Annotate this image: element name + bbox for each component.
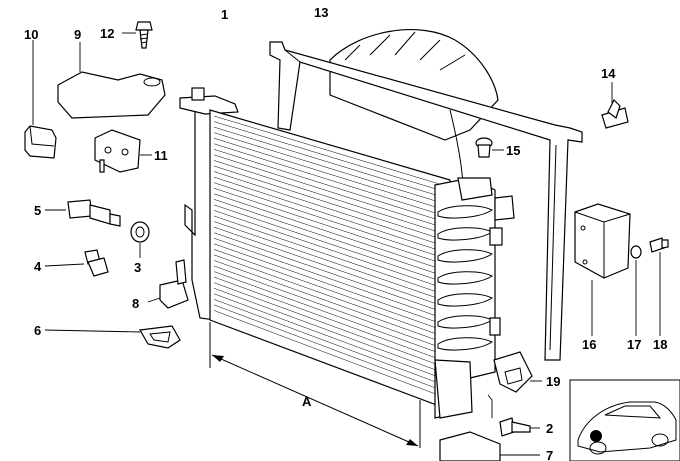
callout-6: 6 xyxy=(34,323,41,338)
callout-10: 10 xyxy=(24,27,38,42)
part-11-connector xyxy=(94,129,141,173)
part-5-sensor xyxy=(67,199,121,227)
radiator-fin xyxy=(213,126,447,199)
radiator-fin xyxy=(213,265,447,350)
radiator-fin xyxy=(213,249,447,332)
callout-14: 14 xyxy=(601,66,616,81)
radiator-fin xyxy=(213,282,447,368)
radiator-fin xyxy=(213,137,447,211)
radiator-fin xyxy=(213,187,447,265)
callout-8: 8 xyxy=(132,296,139,311)
radiator-fin xyxy=(213,221,447,302)
radiator-fin xyxy=(213,165,447,241)
radiator-fin xyxy=(213,299,447,387)
car-location-inset xyxy=(569,379,680,461)
radiator-fin xyxy=(213,193,447,272)
radiator-fin xyxy=(213,293,447,381)
radiator-fin xyxy=(213,204,447,284)
radiator-fin xyxy=(213,132,447,205)
part-19-bracket xyxy=(493,351,533,393)
radiator-support-frame xyxy=(269,41,583,361)
radiator-fin xyxy=(213,115,447,187)
part-3-washer xyxy=(130,221,150,243)
radiator-fin xyxy=(213,149,447,223)
callout-18: 18 xyxy=(653,337,667,352)
callout-19: 19 xyxy=(546,374,560,389)
part-2-bolt xyxy=(499,417,531,437)
callout-5: 5 xyxy=(34,203,41,218)
part-16-control-box xyxy=(574,203,631,279)
radiator-fin xyxy=(213,276,447,362)
radiator-fin xyxy=(213,160,447,235)
radiator-fin xyxy=(213,154,447,229)
radiator-core xyxy=(179,87,515,419)
radiator-fin xyxy=(213,182,447,259)
radiator-fin xyxy=(213,215,447,296)
tank-rib xyxy=(437,249,493,263)
radiator-fin xyxy=(213,310,447,399)
radiator-fin xyxy=(213,199,447,278)
radiator-fin xyxy=(213,171,447,247)
part-4-drain-plug xyxy=(84,249,109,277)
callout-13: 13 xyxy=(314,5,328,20)
tank-rib xyxy=(437,337,493,351)
radiator-fin xyxy=(213,232,447,314)
radiator-fin xyxy=(213,210,447,290)
part-10-sensor-block xyxy=(24,125,57,159)
dimension-label: A xyxy=(302,394,312,409)
radiator-fins xyxy=(213,115,447,399)
radiator-fin xyxy=(213,226,447,308)
radiator-fin xyxy=(213,287,447,374)
part-12-screw xyxy=(135,21,153,49)
part-7-lower-bracket xyxy=(439,431,501,461)
dimension-a: A xyxy=(209,322,421,448)
radiator-fin xyxy=(213,304,447,393)
callout-9: 9 xyxy=(74,27,81,42)
part-18-bolt xyxy=(649,237,669,253)
tank-rib xyxy=(437,293,493,307)
part-15-grommet xyxy=(475,137,493,158)
callout-1: 1 xyxy=(221,7,228,22)
callout-12: 12 xyxy=(100,26,114,41)
part-9-cover xyxy=(57,71,166,119)
tank-rib xyxy=(437,271,493,285)
part-8-rubber-mount xyxy=(159,259,189,309)
radiator-fin xyxy=(213,243,447,326)
part-17-washer xyxy=(630,245,642,259)
radiator-fin xyxy=(213,260,447,344)
callout-labels: 10 9 12 1 13 14 15 11 5 4 3 8 6 16 17 18… xyxy=(24,5,667,461)
radiator-fin xyxy=(213,143,447,217)
tank-rib xyxy=(437,205,493,219)
callout-15: 15 xyxy=(506,143,520,158)
callout-11: 11 xyxy=(154,148,168,163)
callout-16: 16 xyxy=(582,337,596,352)
radiator-fin xyxy=(213,237,447,320)
callout-3: 3 xyxy=(134,260,141,275)
part-6-clip xyxy=(139,325,181,349)
callout-2: 2 xyxy=(546,421,553,436)
radiator-fin xyxy=(213,121,447,193)
radiator-fin xyxy=(213,254,447,338)
callout-4: 4 xyxy=(34,259,42,274)
radiator-fin xyxy=(213,176,447,253)
part-14-rivet xyxy=(601,98,629,129)
radiator-fin xyxy=(213,271,447,356)
callout-7: 7 xyxy=(546,448,553,461)
tank-ribs xyxy=(437,205,493,351)
callout-17: 17 xyxy=(627,337,641,352)
